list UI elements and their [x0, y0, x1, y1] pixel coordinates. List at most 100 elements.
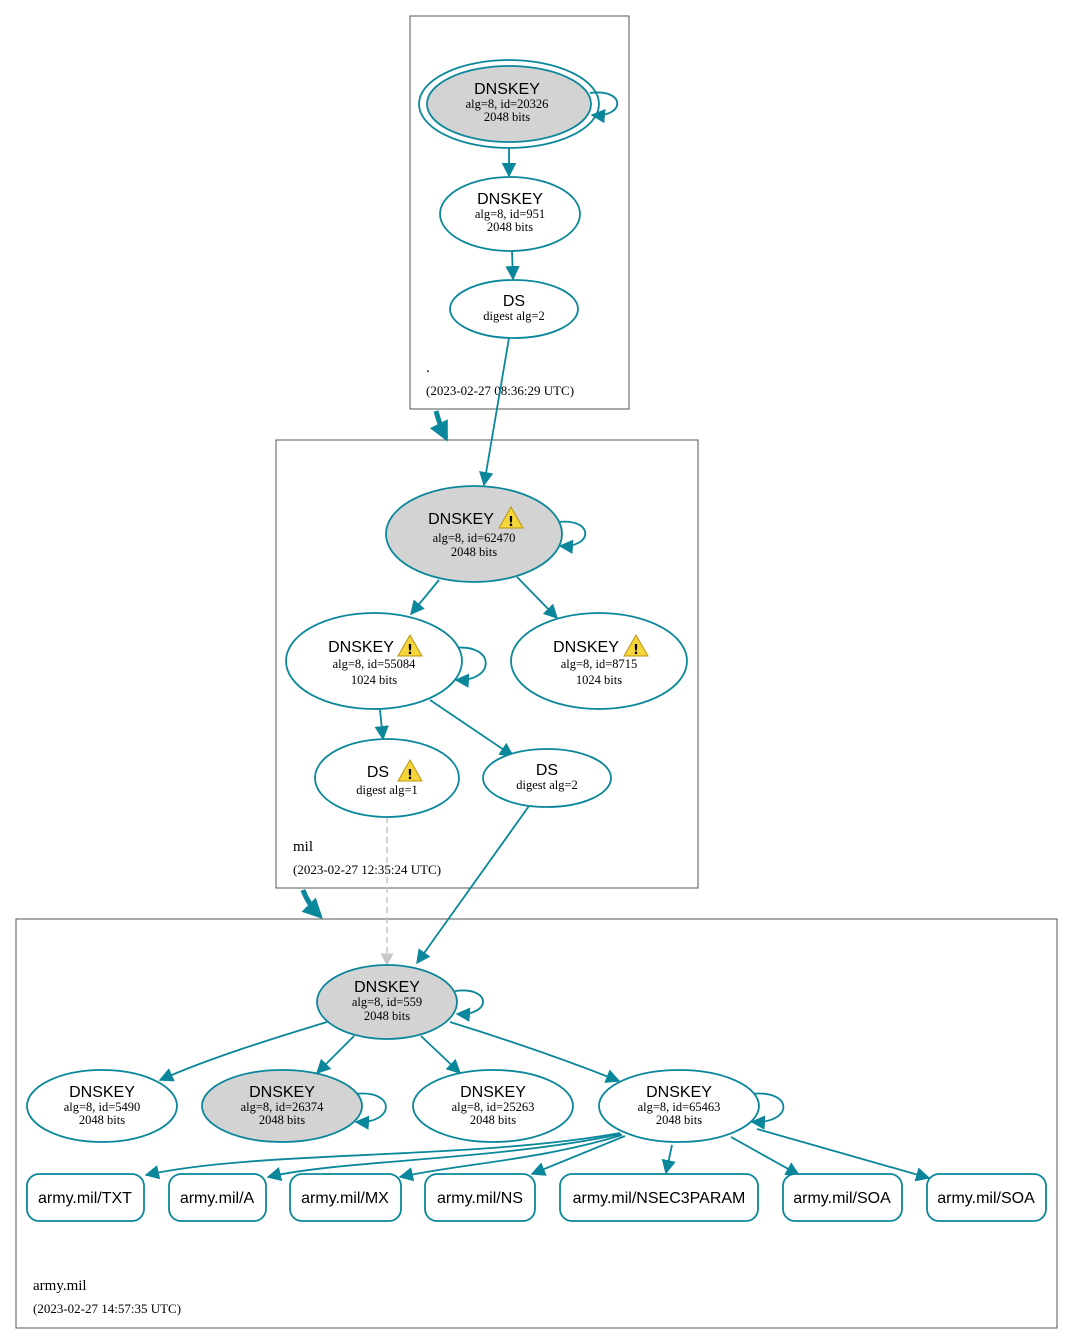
edge-army-ksk-26374 [315, 1035, 355, 1075]
edges [144, 91, 931, 1182]
rrset-box [782, 1173, 903, 1222]
edge-army-65463-soa2 [756, 1128, 931, 1182]
rrset-box [168, 1173, 267, 1222]
edge-mil-ds2-army-ksk [416, 805, 530, 965]
node-line1: alg=8, id=26374 [241, 1100, 325, 1114]
node-outer-ring [418, 59, 600, 149]
dnskey-node-mil-ksk[interactable]: DNSKEY ! alg=8, id=62470 2048 bits [385, 485, 563, 583]
dnskey-node-root-ksk[interactable]: DNSKEY alg=8, id=20326 2048 bits [418, 59, 600, 149]
edge-mil-ksk-zsk1 [410, 579, 440, 616]
node-line1: alg=8, id=559 [352, 995, 422, 1009]
edge-army-ksk-25263 [420, 1035, 462, 1074]
rrset-node-ns[interactable]: army.mil/NS [424, 1173, 536, 1222]
edge-army-65463-a [266, 1133, 622, 1182]
dnskey-node-mil-zsk-55084[interactable]: DNSKEY ! alg=8, id=55084 1024 bits [285, 612, 463, 710]
node-line2: 2048 bits [470, 1113, 516, 1127]
ds-node-mil-digest1[interactable]: DS ! digest alg=1 [314, 738, 460, 818]
node-title: DNSKEY [354, 979, 420, 996]
dnskey-node-army-25263[interactable]: DNSKEY alg=8, id=25263 2048 bits [412, 1069, 574, 1143]
node-ellipse [316, 964, 458, 1040]
node-line1: digest alg=2 [516, 778, 578, 792]
warning-icon: ! [397, 633, 423, 658]
rrset-label: army.mil/A [180, 1190, 255, 1207]
zone-mil: mil (2023-02-27 12:35:24 UTC) [275, 439, 699, 889]
edge-mil-zsk1-self [453, 646, 487, 688]
rrset-box [424, 1173, 536, 1222]
node-ellipse [285, 612, 463, 710]
node-title: DNSKEY [249, 1084, 315, 1101]
node-title: DNSKEY [646, 1084, 712, 1101]
rrset-box [26, 1173, 145, 1222]
svg-text:!: ! [508, 515, 514, 530]
node-line1: digest alg=1 [356, 783, 418, 797]
node-line2: 2048 bits [656, 1113, 702, 1127]
rrset-node-nsec3param[interactable]: army.mil/NSEC3PARAM [559, 1173, 759, 1222]
edge-root-ksk-self [589, 91, 619, 124]
zone-mil-name: mil [293, 839, 313, 855]
svg-text:!: ! [633, 643, 639, 658]
rrset-node-mx[interactable]: army.mil/MX [289, 1173, 402, 1222]
node-line2: 2048 bits [79, 1113, 125, 1127]
dnskey-node-army-ksk[interactable]: DNSKEY alg=8, id=559 2048 bits [316, 964, 458, 1040]
delegation-root-to-mil [429, 410, 449, 442]
dnskey-node-mil-zsk-8715[interactable]: DNSKEY ! alg=8, id=8715 1024 bits [510, 612, 688, 710]
zone-mil-box [275, 439, 699, 889]
zone-army-box [15, 918, 1058, 1329]
node-ellipse [426, 65, 592, 143]
node-title: DNSKEY [328, 639, 394, 656]
rrset-box [289, 1173, 402, 1222]
node-title: DNSKEY [553, 639, 619, 656]
rrset-box [559, 1173, 759, 1222]
node-line1: alg=8, id=8715 [561, 657, 638, 671]
node-line1: alg=8, id=25263 [452, 1100, 535, 1114]
node-ellipse [412, 1069, 574, 1143]
rrset-label: army.mil/SOA [793, 1190, 891, 1207]
node-ellipse [385, 485, 563, 583]
dnskey-node-root-zsk[interactable]: DNSKEY alg=8, id=951 2048 bits [439, 176, 581, 252]
dnskey-node-army-26374[interactable]: DNSKEY alg=8, id=26374 2048 bits [201, 1069, 363, 1143]
rrset-label: army.mil/TXT [38, 1190, 132, 1207]
node-line1: digest alg=2 [483, 309, 545, 323]
node-line1: alg=8, id=55084 [333, 657, 417, 671]
node-ellipse [449, 279, 579, 339]
node-title: DNSKEY [460, 1084, 526, 1101]
edge-army-65463-txt [144, 1132, 621, 1180]
rrset-label: army.mil/NSEC3PARAM [573, 1190, 746, 1207]
node-ellipse [482, 748, 612, 808]
dnskey-node-army-65463[interactable]: DNSKEY alg=8, id=65463 2048 bits [598, 1069, 760, 1143]
node-line2: 2048 bits [487, 220, 533, 234]
edge-mil-zsk1-ds2 [429, 699, 515, 757]
rrset-node-soa-1[interactable]: army.mil/SOA [782, 1173, 903, 1222]
node-title: DS [503, 293, 525, 310]
node-line2: 2048 bits [451, 545, 497, 559]
edge-root-zsk-ds [505, 250, 520, 281]
edge-root-ds-mil-ksk [479, 337, 510, 487]
rrset-label: army.mil/MX [301, 1190, 389, 1207]
warning-icon: ! [397, 758, 423, 783]
rrset-node-a[interactable]: army.mil/A [168, 1173, 267, 1222]
edge-army-65463-ns [530, 1135, 626, 1176]
rrset-node-soa-2[interactable]: army.mil/SOA [926, 1173, 1047, 1222]
edge-army-65463-mx [398, 1134, 623, 1182]
zone-army: army.mil (2023-02-27 14:57:35 UTC) [15, 918, 1058, 1329]
edge-mil-ksk-self [557, 520, 587, 554]
svg-text:!: ! [407, 768, 413, 783]
rrset-box [926, 1173, 1047, 1222]
edge-army-65463-nsec3param [661, 1144, 676, 1175]
edge-army-65463-self [750, 1092, 785, 1130]
node-line1: alg=8, id=20326 [466, 97, 549, 111]
node-line2: 1024 bits [576, 673, 622, 687]
ds-node-root[interactable]: DS digest alg=2 [449, 279, 579, 339]
edge-mil-zsk1-ds1 [374, 709, 389, 741]
dnskey-node-army-5490[interactable]: DNSKEY alg=8, id=5490 2048 bits [26, 1069, 178, 1143]
warning-icon: ! [498, 505, 524, 530]
node-line1: alg=8, id=62470 [433, 531, 516, 545]
edge-army-26374-self [354, 1092, 387, 1130]
ds-node-mil-digest2[interactable]: DS digest alg=2 [482, 748, 612, 808]
node-line2: 2048 bits [364, 1009, 410, 1023]
node-line1: alg=8, id=5490 [64, 1100, 141, 1114]
edge-army-ksk-5490 [158, 1021, 328, 1082]
node-ellipse [201, 1069, 363, 1143]
rrset-node-txt[interactable]: army.mil/TXT [26, 1173, 145, 1222]
